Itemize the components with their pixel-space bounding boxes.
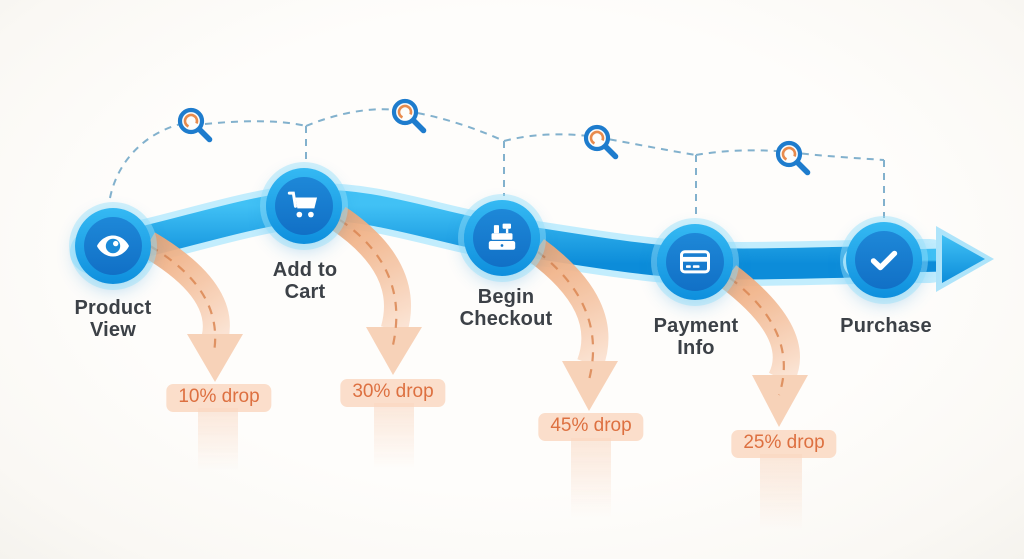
drop-arrowhead xyxy=(562,361,618,411)
drop-label-3: 45% drop xyxy=(538,413,644,441)
stage-node-begin-checkout xyxy=(464,200,540,276)
drop-arrow xyxy=(141,232,243,470)
stage-label-product-view: Product View xyxy=(74,297,152,341)
drop-label-2: 30% drop xyxy=(340,379,446,407)
drop-arrow xyxy=(527,239,618,518)
drop-arrow xyxy=(719,265,808,530)
drop-arrowhead xyxy=(366,327,422,375)
magnifier-icon xyxy=(583,124,619,160)
credit-card-icon xyxy=(666,233,724,291)
drop-arrowhead xyxy=(752,375,808,427)
drop-arrowhead xyxy=(187,334,243,382)
stage-label-add-to-cart: Add to Cart xyxy=(272,259,338,303)
stage-node-payment-info xyxy=(657,224,733,300)
magnifier-icon xyxy=(775,140,811,176)
inspection-dashed-path xyxy=(109,108,885,219)
cash-register-icon xyxy=(473,209,531,267)
stage-node-purchase xyxy=(846,222,922,298)
stage-label-purchase: Purchase xyxy=(840,315,932,337)
drop-arrow xyxy=(330,206,422,469)
magnifier-icon xyxy=(177,107,213,143)
stage-label-payment-info: Payment Info xyxy=(653,315,739,359)
magnifier-icon xyxy=(391,98,427,134)
stage-node-add-to-cart xyxy=(266,168,342,244)
stage-label-begin-checkout: Begin Checkout xyxy=(459,286,553,330)
eye-icon xyxy=(84,217,142,275)
drop-label-4: 25% drop xyxy=(731,430,837,458)
shopping-cart-icon xyxy=(275,177,333,235)
checkmark-icon xyxy=(855,231,913,289)
drop-label-1: 10% drop xyxy=(166,384,272,412)
stage-node-product-view xyxy=(75,208,151,284)
